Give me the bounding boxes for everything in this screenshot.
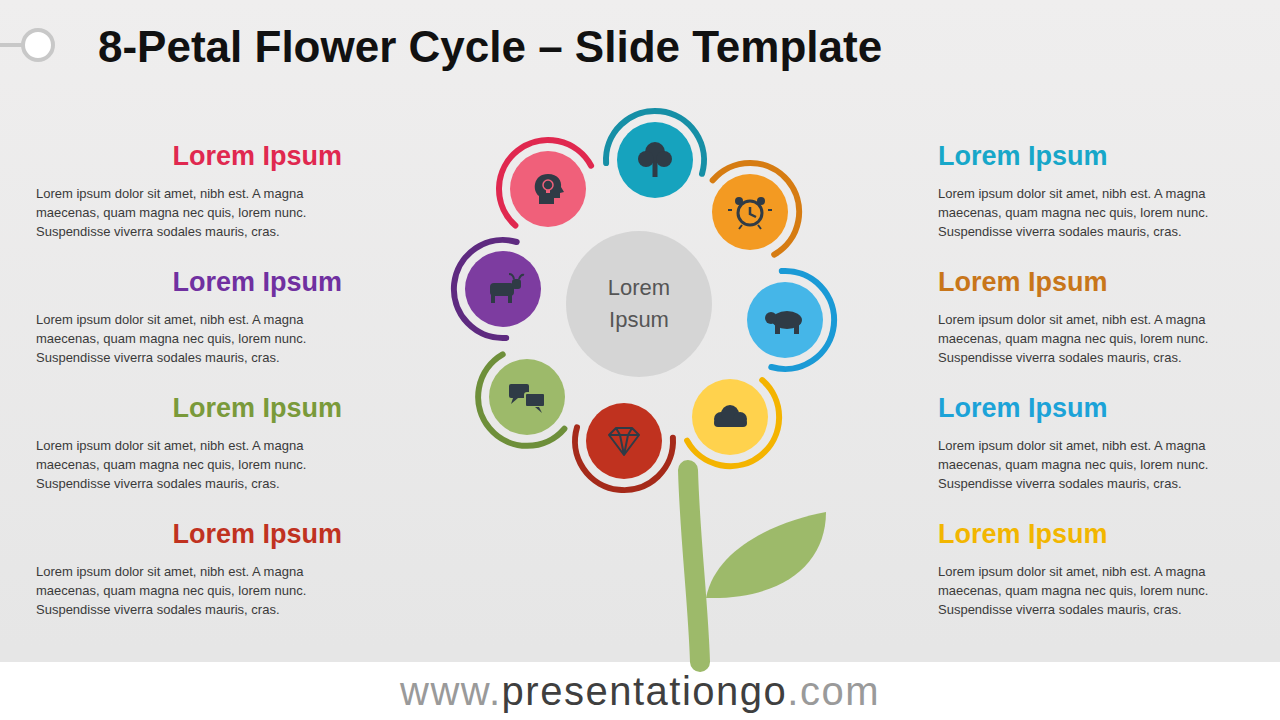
icon-part <box>638 151 654 167</box>
section-body: Lorem ipsum dolor sit amet, nibh est. A … <box>938 436 1252 493</box>
gem-icon <box>609 428 639 455</box>
icon-part <box>512 279 521 289</box>
bear-icon <box>765 311 802 334</box>
icon-part <box>543 180 553 190</box>
icon-part <box>509 274 524 279</box>
petal-circle <box>712 174 788 250</box>
icon-part <box>546 190 550 193</box>
section-heading: Lorem Ipsum <box>30 518 342 550</box>
icon-part <box>535 174 564 204</box>
section-heading: Lorem Ipsum <box>938 266 1108 298</box>
section-body: Lorem ipsum dolor sit amet, nibh est. A … <box>36 436 350 493</box>
icon-part <box>735 197 743 205</box>
center-circle: Lorem Ipsum <box>566 231 712 377</box>
slide-title: 8-Petal Flower Cycle – Slide Template <box>98 20 882 74</box>
section-heading: Lorem Ipsum <box>938 518 1108 550</box>
section-heading: Lorem Ipsum <box>30 266 342 298</box>
section-heading: Lorem Ipsum <box>30 140 342 172</box>
icon-part <box>490 283 514 296</box>
petal-circle <box>617 122 693 198</box>
footer-part: www. <box>400 669 502 713</box>
petal-circle <box>692 379 768 455</box>
petal-circle <box>465 251 541 327</box>
cloud-icon <box>714 405 747 427</box>
section-heading: Lorem Ipsum <box>30 392 342 424</box>
section-body: Lorem ipsum dolor sit amet, nibh est. A … <box>938 310 1252 367</box>
section-heading: Lorem Ipsum <box>938 140 1108 172</box>
section-body: Lorem ipsum dolor sit amet, nibh est. A … <box>36 562 350 619</box>
section-heading: Lorem Ipsum <box>938 392 1108 424</box>
icon-part <box>535 407 542 413</box>
section-body: Lorem ipsum dolor sit amet, nibh est. A … <box>36 184 350 241</box>
petal-ring <box>478 354 564 445</box>
icon-part <box>609 428 639 455</box>
circle-fill <box>566 231 712 377</box>
petal-circle <box>510 151 586 227</box>
icon-part <box>738 201 762 225</box>
petal-circle <box>747 282 823 358</box>
icon-part <box>508 295 512 303</box>
icon-part <box>728 210 772 229</box>
clock-icon <box>728 197 772 229</box>
icon-part <box>765 312 777 324</box>
flower-stem <box>688 470 700 662</box>
icon-part <box>491 295 495 303</box>
section-body: Lorem ipsum dolor sit amet, nibh est. A … <box>938 562 1252 619</box>
tree-icon <box>638 142 672 177</box>
circle-shape <box>566 231 712 377</box>
footer-part: presentationgo <box>502 669 788 713</box>
title-marker-circle <box>23 30 53 60</box>
icon-part <box>757 197 765 205</box>
icon-part <box>775 324 780 334</box>
footer-url: www.presentationgo.com <box>0 666 1280 716</box>
icon-part <box>656 151 672 167</box>
footer-part: .com <box>787 669 880 713</box>
icon-part <box>525 393 545 407</box>
petal-group <box>454 111 834 490</box>
head-icon <box>535 174 564 204</box>
section-body: Lorem ipsum dolor sit amet, nibh est. A … <box>36 310 350 367</box>
icon-part <box>714 419 747 427</box>
center-text: Lorem Ipsum <box>597 272 681 336</box>
title-marker-line <box>0 43 24 47</box>
chat-icon <box>509 384 545 413</box>
petal-ring <box>713 163 799 255</box>
flower-leaf <box>706 512 826 598</box>
icon-part <box>511 398 518 404</box>
petal-circle <box>489 359 565 435</box>
icon-part <box>794 324 799 334</box>
petal-circle <box>586 403 662 479</box>
bull-icon <box>490 274 524 303</box>
icon-part <box>653 160 658 177</box>
icon-part <box>750 207 756 217</box>
text-holder: Lorem Ipsum <box>566 231 712 377</box>
section-body: Lorem ipsum dolor sit amet, nibh est. A … <box>938 184 1252 241</box>
